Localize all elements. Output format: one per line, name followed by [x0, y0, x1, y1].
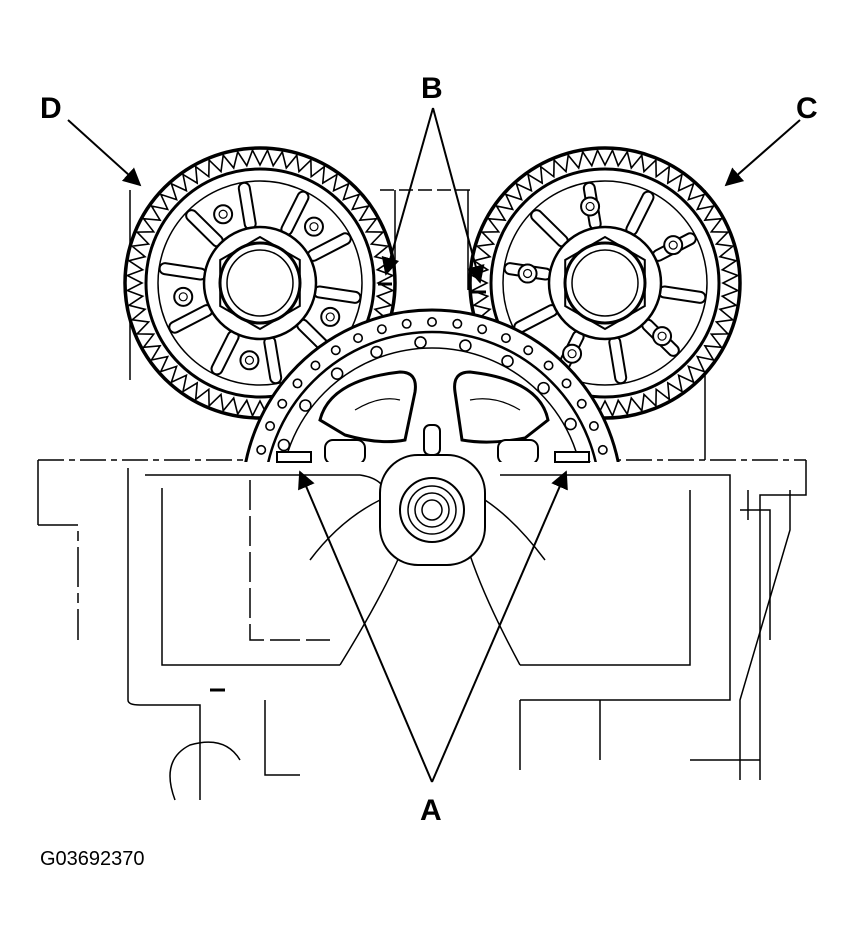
arrow-b-left: [381, 107, 434, 276]
callout-c: C: [796, 92, 818, 125]
crankshaft-boss: [379, 454, 486, 566]
figure-id: G03692370: [40, 848, 145, 870]
engine-block-outline: [37, 189, 807, 801]
arrow-b-right: [432, 107, 485, 284]
timing-marks-b: [378, 282, 486, 294]
timing-marks-a: [276, 451, 590, 463]
callout-b: B: [421, 72, 443, 105]
arrow-d: [67, 119, 142, 187]
lower-timing-sprocket: [244, 308, 620, 462]
callout-a: A: [420, 794, 442, 827]
arrow-c: [724, 119, 801, 187]
callout-d: D: [40, 92, 62, 125]
arrow-a-left: [298, 470, 433, 783]
arrow-a-right: [431, 470, 568, 783]
leader-arrows: [67, 107, 801, 783]
